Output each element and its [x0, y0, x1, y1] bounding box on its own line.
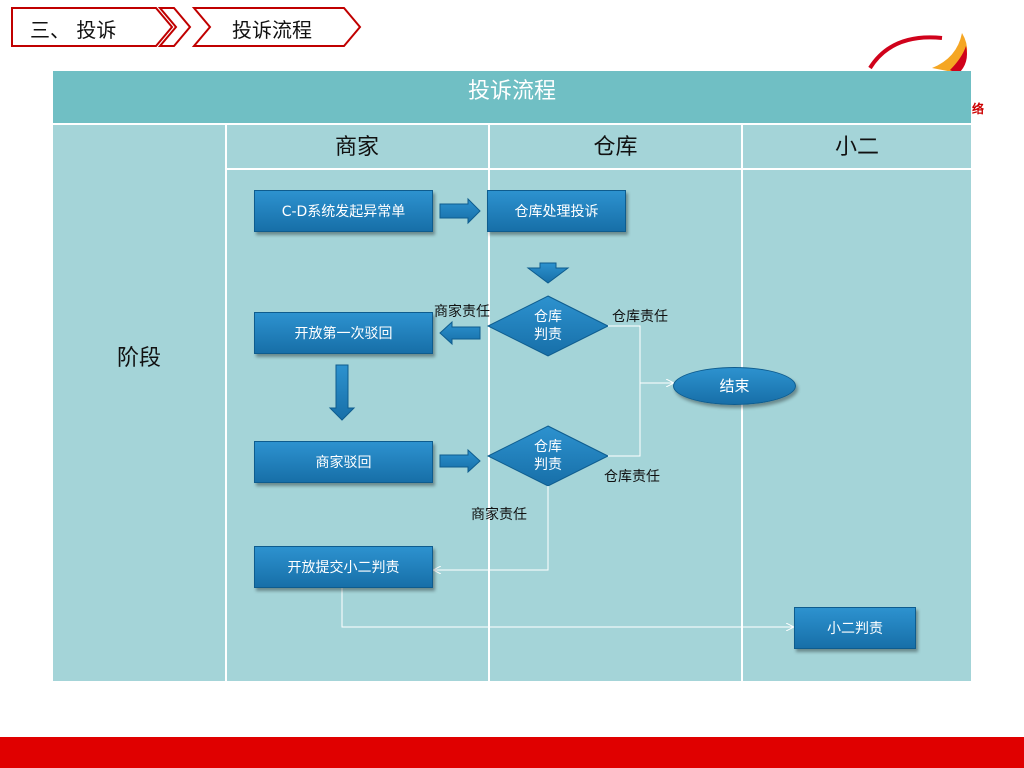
decision-2-line2: 判责	[534, 457, 562, 473]
decision-2-line1: 仓库	[534, 439, 562, 455]
node-merchant-reject: 商家驳回	[254, 441, 433, 483]
node-submit-xiaoer: 开放提交小二判责	[254, 546, 433, 588]
annotation-warehouse-responsibility-2: 仓库责任	[604, 469, 660, 485]
column-header-warehouse: 仓库	[593, 135, 638, 160]
column-header-divider	[226, 168, 971, 170]
stage-label: 阶段	[116, 346, 161, 371]
merchant-warehouse-divider	[488, 125, 490, 681]
node-end: 结束	[673, 367, 796, 405]
logo-text: 络	[972, 102, 985, 116]
column-header-xiaoer: 小二	[834, 135, 879, 160]
node-first-reject: 开放第一次驳回	[254, 312, 433, 354]
node-warehouse-handle: 仓库处理投诉	[487, 190, 626, 232]
company-logo-icon	[868, 33, 968, 74]
breadcrumb-chevron-1	[157, 7, 192, 47]
stage-column-divider	[225, 125, 227, 681]
annotation-merchant-responsibility-2: 商家责任	[471, 507, 527, 523]
decision-2-label: 仓库 判责	[518, 438, 578, 474]
column-header-merchant: 商家	[334, 135, 379, 160]
process-table: 投诉流程	[53, 71, 971, 681]
annotation-merchant-responsibility-1: 商家责任	[434, 304, 490, 320]
decision-1-line2: 判责	[534, 327, 562, 343]
decision-1-line1: 仓库	[534, 309, 562, 325]
table-title: 投诉流程	[53, 71, 971, 123]
annotation-warehouse-responsibility-1: 仓库责任	[612, 309, 668, 325]
node-cd-start: C-D系统发起异常单	[254, 190, 433, 232]
footer-bar	[0, 737, 1024, 768]
breadcrumb-current: 投诉流程	[232, 18, 312, 42]
decision-1-label: 仓库 判责	[518, 308, 578, 344]
breadcrumb-section: 三、 投诉	[30, 18, 117, 42]
header-divider	[53, 123, 971, 125]
node-xiaoer-judge: 小二判责	[794, 607, 916, 649]
